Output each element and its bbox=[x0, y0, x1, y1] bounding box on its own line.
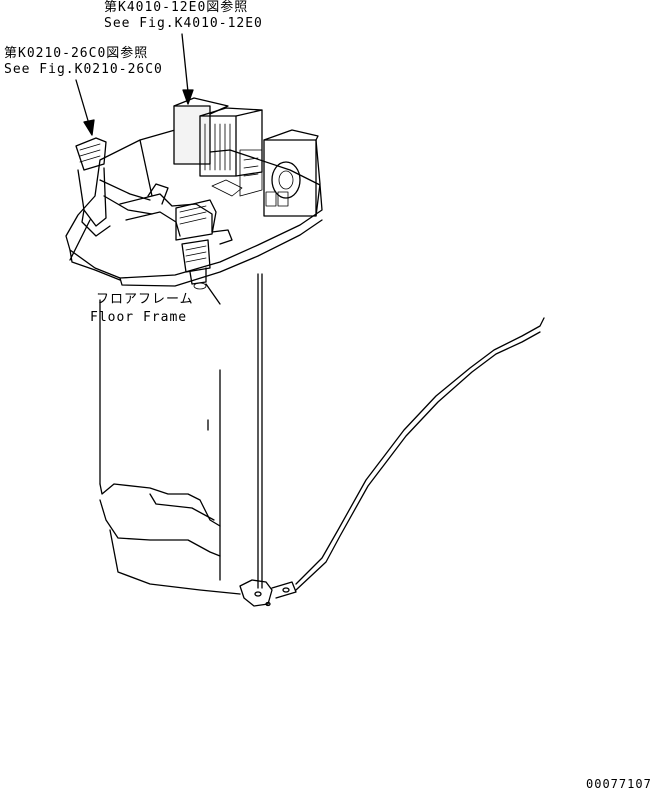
center-duct bbox=[119, 139, 233, 290]
callout-floor-frame-en: Floor Frame bbox=[90, 310, 188, 325]
callout-k0210-en: See Fig.K0210-26C0 bbox=[4, 62, 163, 77]
callout-k4010-en: See Fig.K4010-12E0 bbox=[104, 16, 263, 31]
callout-k4010-jp: 第K4010-12E0図参照 bbox=[104, 0, 249, 15]
cable-harness bbox=[295, 317, 545, 591]
support-rod bbox=[257, 273, 263, 589]
callout-k0210-jp: 第K0210-26C0図参照 bbox=[4, 46, 149, 61]
cab-lower-body bbox=[99, 299, 241, 595]
leader-left-deck bbox=[69, 219, 91, 261]
leader-k4010 bbox=[181, 33, 194, 105]
floor-bracket bbox=[239, 579, 297, 607]
drawing-number: 00077107 bbox=[586, 777, 652, 791]
leader-floor-frame bbox=[205, 283, 221, 305]
leader-k0210 bbox=[75, 79, 95, 136]
air-conditioner-unit bbox=[173, 97, 321, 217]
callout-floor-frame-jp: フロアフレーム bbox=[96, 292, 194, 307]
